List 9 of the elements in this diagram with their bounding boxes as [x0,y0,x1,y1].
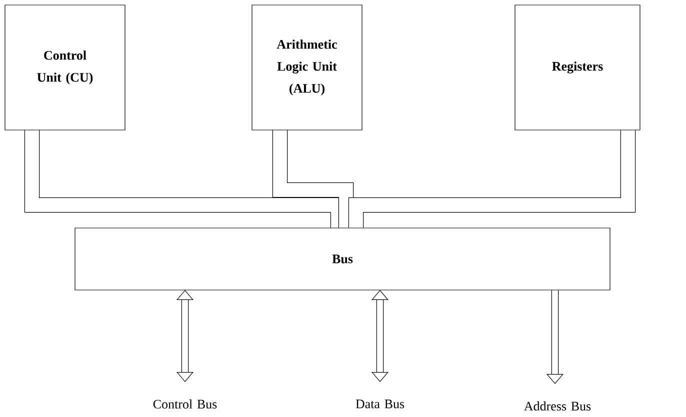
bus-connector [348,130,636,228]
bus-label: Data Bus [356,400,404,408]
bus-label: Control Bus [153,399,217,409]
bus-connector [272,130,354,228]
bus-label: Address Bus [524,401,591,411]
unit-box: Control Unit (CU) [4,4,126,130]
unit-box: Arithmetic Logic Unit (ALU) [252,4,362,130]
unit-box: Registers [514,4,640,130]
bus-box: Bus [74,228,610,290]
